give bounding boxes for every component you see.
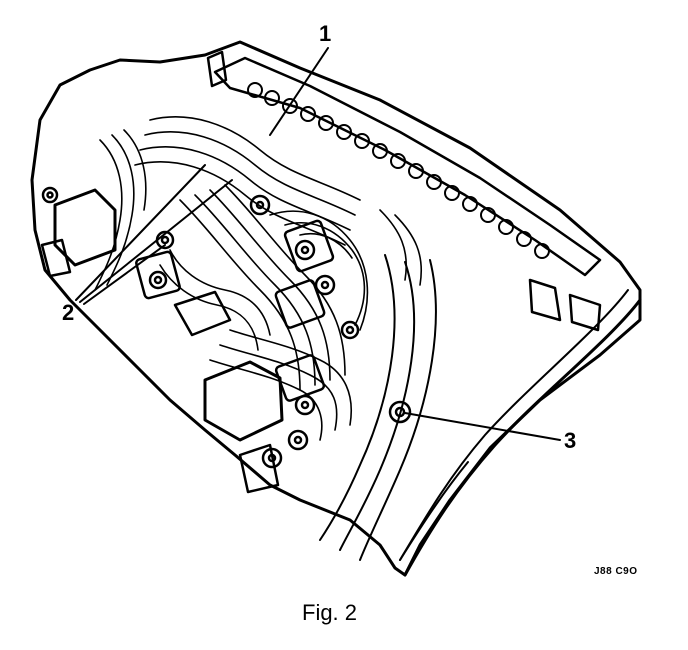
top-connector-tab-left: [206, 50, 228, 88]
leader-line-3: [404, 412, 561, 441]
lower-connector-block: [203, 360, 284, 442]
lens-band-inner-4: [339, 261, 416, 551]
leader-line-2a: [75, 164, 206, 301]
gauge-sockets: [135, 219, 335, 402]
callout-label-2: 2: [62, 300, 75, 325]
lens-band-inner-5: [319, 254, 396, 541]
figure-caption: Fig. 2: [302, 600, 358, 625]
leader-line-2b: [79, 179, 233, 303]
callout-label-1: 1: [319, 21, 332, 46]
callout-label-3: 3: [564, 428, 577, 453]
cluster-housing-outline: [30, 40, 642, 577]
leader-line-1: [269, 47, 329, 136]
right-mounting-tab-2: [568, 293, 602, 332]
left-connector-tab: [40, 238, 72, 278]
center-socket-block: [173, 290, 232, 337]
printed-circuit-traces: [94, 116, 423, 441]
figure-reference-code: J88 C9O: [594, 566, 638, 577]
leader-line-2c: [83, 244, 166, 305]
lens-band-inner-3: [359, 259, 437, 561]
lower-connector-tab: [238, 443, 280, 494]
right-mounting-tab: [528, 278, 562, 322]
left-connector-plug: [53, 188, 117, 267]
bulb-socket-row: [247, 82, 550, 259]
lens-band-inner-2: [399, 461, 469, 561]
lens-band-outer: [403, 298, 642, 577]
